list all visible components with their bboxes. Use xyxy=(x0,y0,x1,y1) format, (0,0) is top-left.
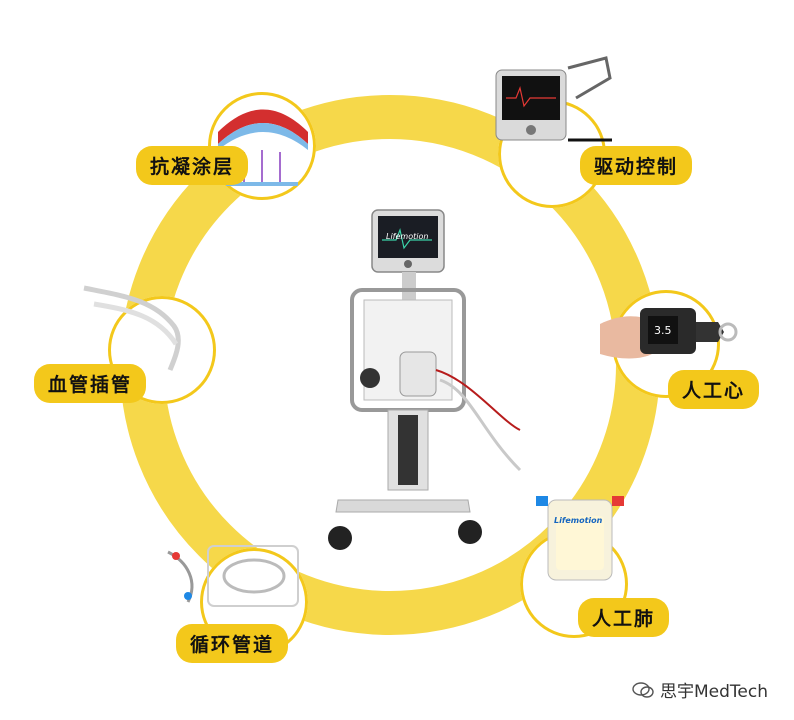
lung-node: Lifemotion xyxy=(520,496,628,638)
watermark-text: 思宇MedTech xyxy=(660,682,768,702)
lung-brand: Lifemotion xyxy=(554,516,603,525)
heart-pump-illustration xyxy=(600,308,738,359)
center-device-brand: Lifemotion xyxy=(386,232,429,241)
cannula-illustration xyxy=(83,285,181,371)
drive-controller-illustration xyxy=(495,56,612,142)
heart-display-value: 3.5 xyxy=(654,324,672,337)
watermark: 思宇MedTech xyxy=(632,677,768,702)
label-coating: 抗凝涂层 xyxy=(136,146,249,185)
label-drive: 驱动控制 xyxy=(580,146,693,185)
heart-node: 3.5 xyxy=(600,290,738,398)
label-cannula: 血管插管 xyxy=(34,364,147,403)
oxygenator-illustration xyxy=(536,496,624,581)
label-lung: 人工肺 xyxy=(578,598,670,637)
wechat-icon xyxy=(632,681,654,699)
label-circuit: 循环管道 xyxy=(176,624,289,663)
circuit-tubing-illustration xyxy=(167,545,299,607)
label-heart: 人工心 xyxy=(668,370,760,409)
